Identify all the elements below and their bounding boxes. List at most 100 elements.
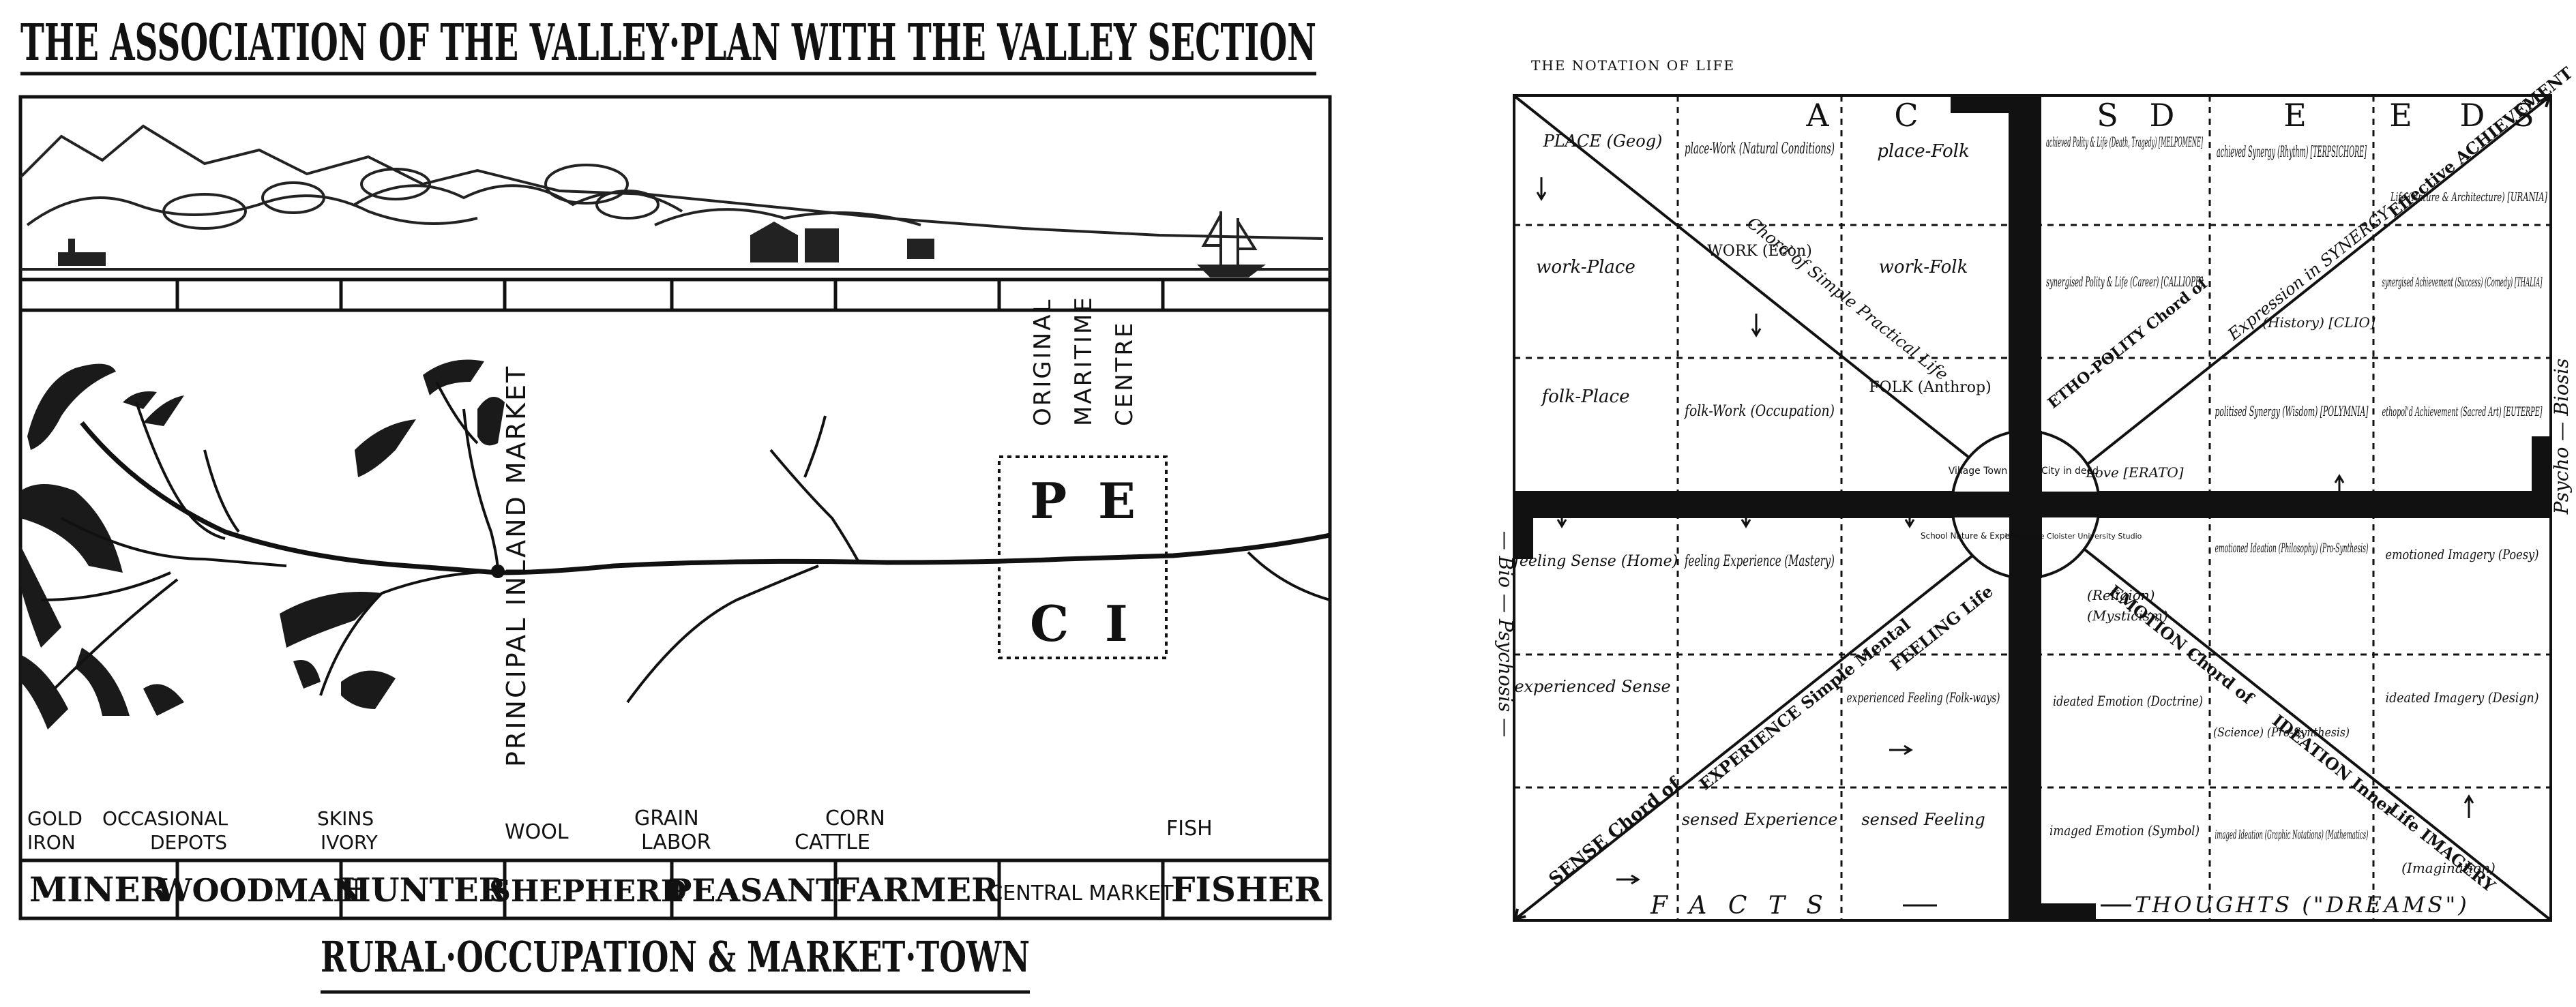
product-5a: GRAIN [634, 807, 699, 830]
cell-5-6: ideated Imagery (Design) [2386, 689, 2539, 706]
notation-header: THE NOTATION OF LIFE [1531, 57, 1735, 74]
deeds-d2: D [2460, 97, 2485, 134]
maritime-box [998, 455, 1168, 659]
acts-a: A [1805, 97, 1829, 134]
cell-1-5: achieved Synergy (Rhythm) [TERPSICHORE] [2217, 144, 2367, 161]
cell-2-1: work-Place [1536, 257, 1635, 277]
valley-title: THE ASSOCIATION OF THE VALLEY·PLAN WITH … [20, 14, 1316, 72]
product-3b: IVORY [321, 831, 379, 854]
circle-school: School Nature & Experience [1921, 531, 2035, 541]
facts-label: F A C T S [1650, 892, 1830, 920]
valley-panel: THE ASSOCIATION OF THE VALLEY·PLAN WITH … [18, 14, 1332, 994]
acts-s: S [2097, 97, 2118, 134]
deeds-s: S [2513, 97, 2534, 134]
cell-5-3: experienced Feeling (Folk-ways) [1847, 689, 2000, 706]
cell-4-5: emotioned Ideation (Philosophy) (Pro-Syn… [2215, 541, 2369, 556]
circle-hermitage: Hermitage Cloister University Studio [2005, 532, 2142, 541]
cell-2-2: WORK (Econ) [1707, 243, 1812, 260]
occ-fisher: FISHER [1171, 869, 1322, 910]
acts-t: T [2005, 97, 2026, 134]
product-8a: FISH [1166, 817, 1213, 841]
products-row: GOLD IRON OCCASIONAL DEPOTS SKINS IVORY … [27, 807, 1213, 854]
product-3a: SKINS [317, 807, 374, 830]
cell-6-4: imaged Emotion (Symbol) [2049, 822, 2200, 839]
cell-3-6: ethopol'd Achievement (Sacred Art) [EUTE… [2382, 404, 2543, 419]
psycho-biosis-label: Psycho — Biosis [2550, 359, 2573, 515]
cell-1-3: place-Folk [1877, 141, 1970, 162]
cell-2-3: work-Folk [1879, 257, 1968, 277]
deeds-e2: E [2389, 97, 2412, 134]
cell-3-2: folk-Work (Occupation) [1683, 403, 1835, 420]
maritime-label-1: ORIGINAL [1029, 298, 1056, 426]
acts-deeds-letters: A C T S D E E D S [1805, 97, 2534, 134]
peci-e: E [1098, 472, 1136, 530]
diag-etho-polity: ETHO-POLITY Chord of [2045, 274, 2212, 412]
acts-c: C [1894, 97, 1918, 134]
peci-i: I [1105, 595, 1128, 652]
cell-3-1: folk-Place [1541, 387, 1630, 407]
circle-labels: Village Town City in deed School Nature … [1921, 466, 2142, 541]
occ-farmer: FARMER [836, 871, 999, 910]
cell-5-1: experienced Sense [1514, 677, 1670, 696]
chord-religion: (Religion) [2087, 587, 2155, 603]
cell-5-4: ideated Emotion (Doctrine) [2053, 693, 2203, 709]
market-dot [491, 565, 505, 578]
market-label: PRINCIPAL INLAND MARKET [501, 365, 531, 767]
deeds-e1: E [2283, 97, 2307, 134]
village-houses [58, 222, 934, 266]
circle-cross-h [1952, 492, 2099, 517]
diag-sense: SENSE Chord of [1545, 773, 1685, 890]
notation-grid [1514, 95, 2551, 920]
cell-1-4: achieved Polity & Life (Death, Tragedy) … [2046, 134, 2203, 150]
cell-6-2: sensed Experience [1682, 810, 1838, 829]
valley-plan-rivers [40, 381, 1331, 704]
product-2a: OCCASIONAL [102, 807, 228, 830]
occ-miner: MINER [29, 869, 169, 910]
circle-city-indeed: City in deed [2041, 466, 2099, 477]
notation-panel: THE NOTATION OF LIFE [1494, 57, 2576, 922]
cell-4-1: feeling Sense (Home) [1513, 553, 1678, 570]
cell-2-5: (History) [CLIO] [2262, 314, 2375, 331]
maritime-label-2: MARITIME [1070, 295, 1097, 426]
cell-6-6: (Imagination) [2401, 860, 2496, 876]
ship-icon [1197, 211, 1266, 277]
cell-3-3: FOLK (Anthrop) [1869, 379, 1991, 396]
cell-2-6: synergised Achievement (Success) (Comedy… [2382, 275, 2543, 290]
cell-4-6: emotioned Imagery (Poesy) [2386, 546, 2539, 562]
cell-6-3: sensed Feeling [1861, 810, 1985, 829]
cell-1-2: place-Work (Natural Conditions) [1685, 140, 1835, 157]
cell-1-6: Life (Nature & Architecture) [URANIA] [2390, 190, 2547, 205]
product-6a: CORN [825, 807, 885, 830]
product-4a: WOOL [505, 820, 569, 844]
product-5b: LABOR [641, 830, 711, 854]
section-plan-band [20, 277, 1330, 312]
occ-peasant: PEASANT [668, 872, 840, 909]
occ-shepherd: SHEPHERD [489, 874, 687, 909]
valley-plan-mountains [20, 359, 505, 730]
cell-4-2: feeling Experience (Mastery) [1684, 553, 1835, 570]
small-arrows [1536, 177, 2543, 885]
cell-1-1: PLACE (Geog) [1543, 132, 1663, 151]
occupations-bar: MINER WOODMAN HUNTER SHEPHERD PEASANT FA… [18, 858, 1332, 920]
occ-woodman: WOODMAN [156, 872, 361, 909]
peci-c: C [1030, 595, 1069, 652]
diag-imagery: Life IMAGERY [2384, 799, 2500, 896]
bio-psychosis-label: — Bio — Psychosis — [1494, 531, 1517, 738]
deeds-d: D [2150, 97, 2175, 134]
chord-mysticism: (Mysticism) [2087, 607, 2168, 624]
peci-p: P [1030, 472, 1067, 530]
product-2b: DEPOTS [150, 831, 227, 854]
cell-3-5: politised Synergy (Wisdom) [POLYMNIA] [2215, 403, 2369, 419]
cell-3-4: Love [ERATO] [2085, 464, 2183, 481]
occ-central-market: CENTRAL MARKET [988, 882, 1174, 905]
thoughts-label: THOUGHTS ("DREAMS") [2135, 892, 2470, 918]
cell-6-5: imaged Ideation (Graphic Notations) (Mat… [2215, 828, 2369, 842]
landscape-section [19, 124, 1324, 240]
maritime-label-3: CENTRE [1111, 320, 1138, 426]
cell-5-5: (Science) (Pro-Synthesis) [2213, 725, 2350, 740]
product-6b: CATTLE [795, 830, 870, 854]
valley-caption: RURAL·OCCUPATION & MARKET·TOWN [321, 932, 1030, 982]
occ-hunter: HUNTER [340, 871, 506, 910]
product-1b: IRON [27, 831, 76, 854]
